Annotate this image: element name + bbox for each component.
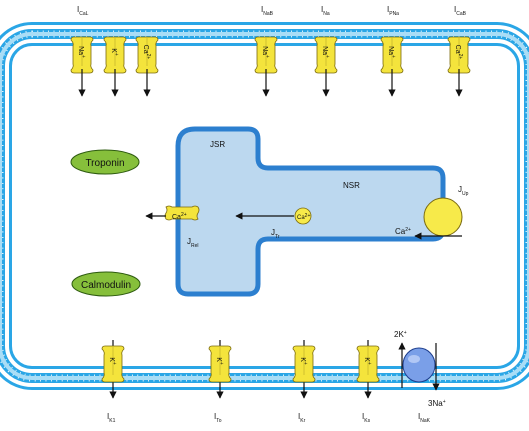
channel-na-cal: Na+ ICaL bbox=[70, 5, 94, 97]
jsr-label: JSR bbox=[210, 140, 225, 149]
channel-na-pna: Na+ IPNa bbox=[380, 5, 404, 97]
channel-ion-label: Ca2+ bbox=[142, 45, 151, 60]
channel-k-ks: K+ IKs bbox=[356, 340, 380, 424]
channel-ion-label: Na+ bbox=[321, 46, 330, 58]
channel-ion-label: K+ bbox=[108, 357, 117, 365]
channel-k-kr: K+ IKr bbox=[292, 340, 316, 424]
jup-label: JUp bbox=[458, 185, 469, 197]
channel-na-nab: Na+ INaB bbox=[254, 5, 278, 97]
channel-ion-label: K+ bbox=[299, 357, 308, 365]
jrel-label: JRel bbox=[187, 237, 199, 249]
channel-ion-label: Na+ bbox=[387, 46, 396, 58]
k-stoichiometry: 2K+ bbox=[394, 330, 407, 339]
na-k-pump: 2K+ 3Na+ INaK bbox=[394, 330, 446, 424]
sarcoplasmic-reticulum: JSR NSR bbox=[175, 126, 446, 297]
calmodulin-label: Calmodulin bbox=[81, 280, 131, 291]
cell-membrane bbox=[0, 22, 529, 390]
current-label: INa bbox=[321, 5, 330, 17]
channel-ca-cab: Ca2+ ICaB bbox=[447, 5, 471, 97]
inak-label: INaK bbox=[418, 412, 431, 424]
current-label: IKs bbox=[362, 412, 371, 424]
channel-k-top-1: K+ bbox=[103, 36, 127, 97]
jtr-label: JTr bbox=[271, 228, 280, 240]
serca-ion-label: Ca2+ bbox=[395, 227, 411, 236]
channel-k-k1: K+ IK1 bbox=[101, 340, 125, 424]
troponin-label: Troponin bbox=[85, 158, 124, 169]
channel-k-to: K+ ITo bbox=[208, 340, 232, 424]
channel-ion-label: K+ bbox=[215, 357, 224, 365]
current-label: ITo bbox=[214, 412, 222, 424]
channel-ion-label: K+ bbox=[110, 48, 119, 56]
na-stoichiometry: 3Na+ bbox=[428, 399, 446, 408]
jtr-ion-label: Ca2+ bbox=[297, 213, 310, 221]
current-label: ICaB bbox=[454, 5, 467, 17]
channel-ion-label: Na+ bbox=[77, 46, 86, 58]
bottom-membrane-channels: K+ IK1 K+ ITo K+ IKr K+ IKs bbox=[101, 340, 380, 424]
channel-ca-top-2: Ca2+ bbox=[135, 36, 159, 97]
troponin-protein: Troponin bbox=[70, 149, 140, 175]
channel-ion-label: K+ bbox=[363, 357, 372, 365]
current-label: INaB bbox=[261, 5, 274, 17]
nsr-label: NSR bbox=[343, 181, 360, 190]
ryr-ion-label: Ca2+ bbox=[172, 212, 187, 221]
calmodulin-protein: Calmodulin bbox=[71, 271, 141, 297]
current-label: IPNa bbox=[387, 5, 399, 17]
jtr-transfer: Ca2+ JTr bbox=[235, 207, 312, 240]
current-label: IK1 bbox=[107, 412, 116, 424]
channel-na-na: Na+ INa bbox=[314, 5, 338, 97]
current-label: IKr bbox=[298, 412, 306, 424]
na-k-exchanger-body bbox=[402, 347, 436, 383]
serca-circle bbox=[423, 197, 463, 237]
ryr-release-channel: Ca2+ JRel bbox=[145, 205, 200, 249]
current-label: ICaL bbox=[77, 5, 89, 17]
channel-ion-label: Ca2+ bbox=[454, 45, 463, 60]
serca-pump: JUp Ca2+ bbox=[395, 185, 469, 240]
channel-ion-label: Na+ bbox=[261, 46, 270, 58]
jtr-ca-ion bbox=[294, 207, 312, 225]
